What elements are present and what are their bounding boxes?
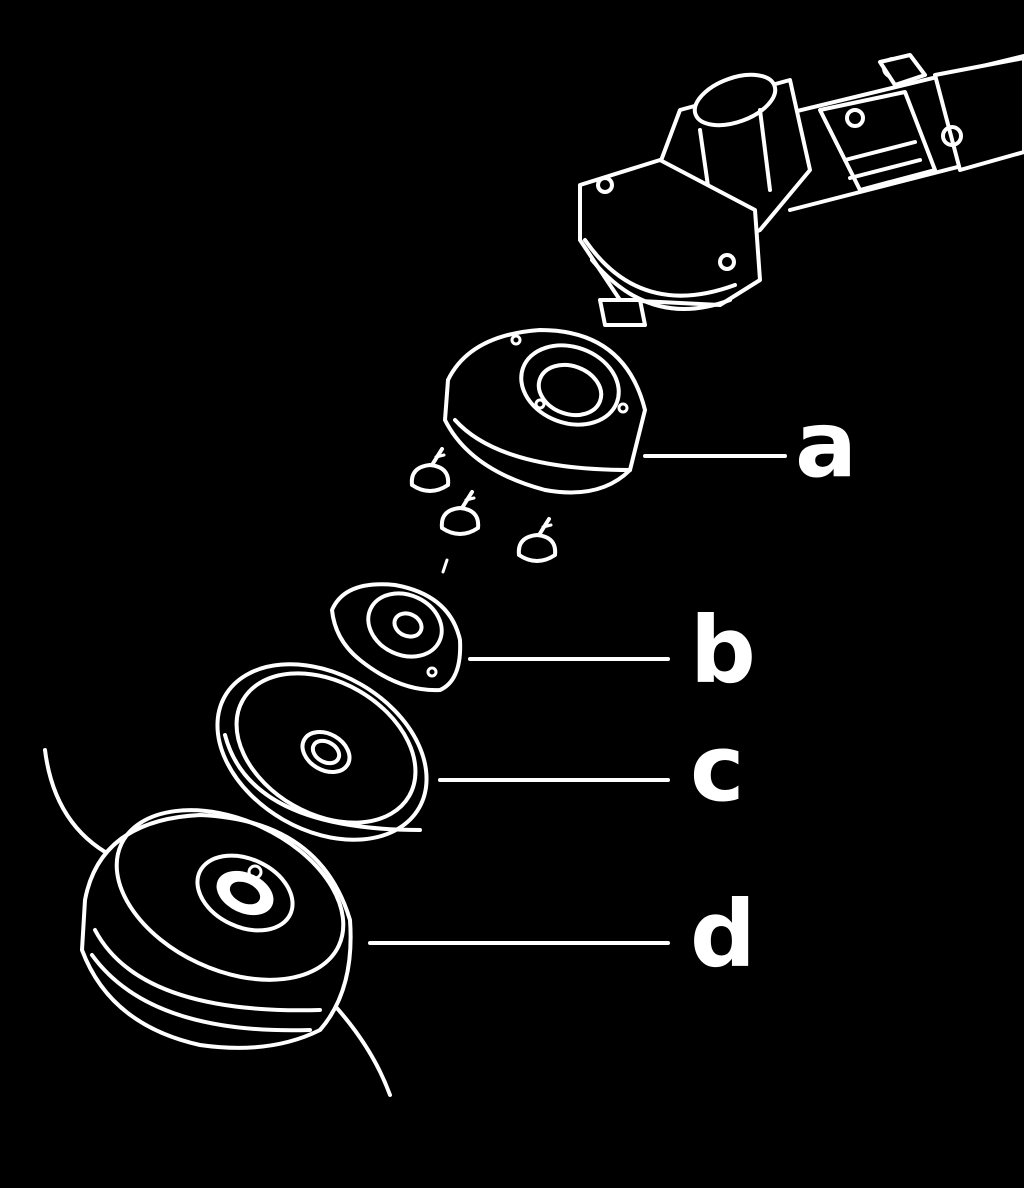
callout-label-b: b	[690, 597, 756, 704]
gear-head-icon	[578, 53, 1024, 327]
screw-icon	[409, 447, 558, 574]
mounting-flange-icon	[443, 328, 647, 495]
washer-disc-icon	[215, 662, 429, 842]
callout-label-a: a	[795, 391, 857, 498]
callout-label-d: d	[690, 881, 756, 988]
callout-label-c: c	[690, 715, 745, 822]
trimmer-head-icon	[43, 748, 392, 1097]
hub-icon	[330, 582, 463, 693]
